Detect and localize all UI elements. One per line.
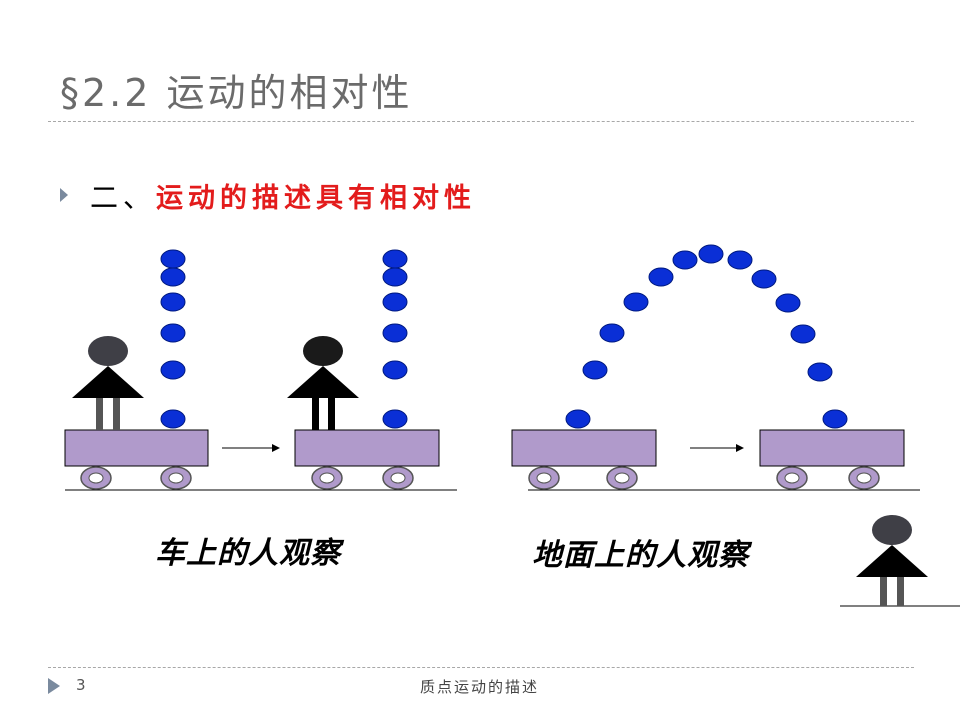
caption-cart-observer: 车上的人观察 [155,528,341,572]
motion-arrow-right [690,444,744,452]
motion-arrow-left [222,444,280,452]
cart-left-end [295,430,439,489]
cart-ground-start [512,430,656,489]
ball-column-right [383,250,407,428]
person-on-cart-right [287,336,359,430]
footer-title: 质点运动的描述 [420,676,539,697]
page-number: 3 [76,676,86,694]
cart-left-start [65,430,208,489]
ball-parabolic-path [566,245,847,428]
footer-divider [48,667,914,668]
cart-ground-end [760,430,904,489]
footer-triangle-icon [48,678,60,694]
caption-ground-observer: 地面上的人观察 [532,530,749,574]
ground-observer-person [856,515,928,606]
ball-column-left [161,250,185,428]
person-on-cart-left [72,336,144,430]
